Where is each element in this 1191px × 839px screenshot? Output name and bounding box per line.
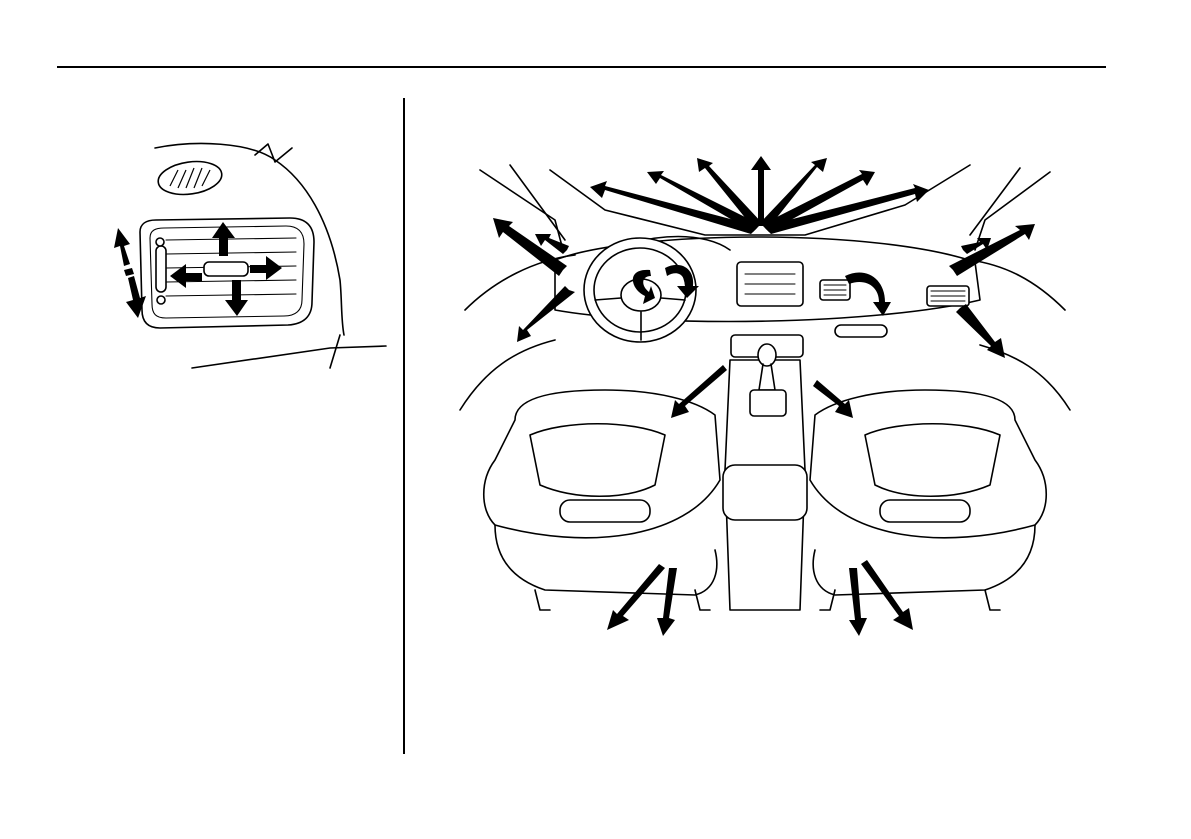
right-door-top (970, 260, 1065, 310)
vent-closeup-illustration (100, 130, 400, 380)
vent-tab (204, 262, 248, 276)
left-front-seat (484, 390, 720, 610)
windshield-defrost-arrows (590, 156, 929, 234)
right-front-seat (810, 390, 1046, 610)
center-stack (731, 262, 803, 357)
header-rule (57, 66, 1106, 68)
cabin-airflow-illustration (455, 150, 1075, 650)
center-console (723, 344, 807, 610)
glovebox-handle (835, 325, 887, 337)
round-side-vent (156, 158, 224, 199)
column-divider (403, 98, 405, 754)
right-side-vent (927, 286, 969, 306)
vent-thumbwheel (156, 246, 166, 292)
dash-bottom-line (192, 346, 386, 368)
center-right-vent (820, 280, 850, 300)
